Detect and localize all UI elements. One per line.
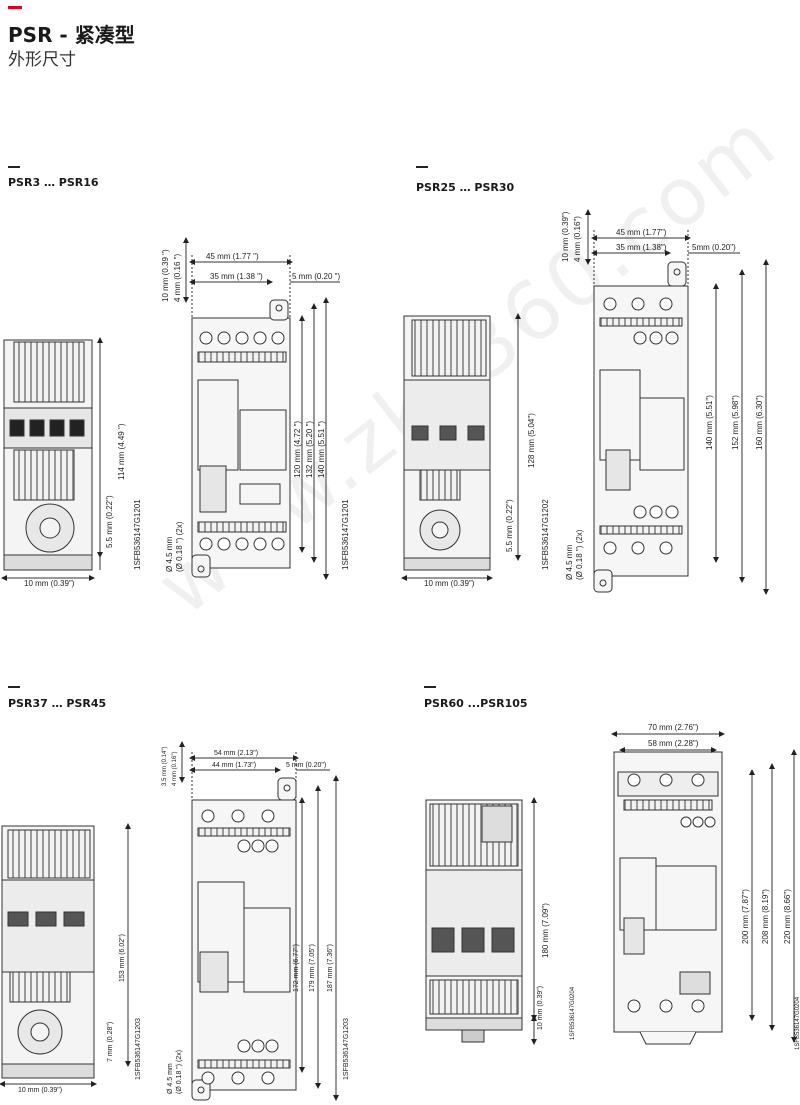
- drawing-code: 1SFB536147G1203: [135, 1018, 142, 1080]
- dim-top-4: 4 mm (0.16"): [573, 216, 582, 262]
- dim-height-140: 140 mm (5.51 "): [317, 421, 326, 478]
- dim-hole-1: Ø 4.5 mm: [565, 545, 574, 580]
- dim-side-180: 180 mm (7.09"): [541, 903, 550, 958]
- dim-side-5-5: 5.5 mm (0.22"): [505, 499, 514, 552]
- dim-top-10: 10 mm (0.39"): [561, 211, 570, 262]
- dim-height-172: 172 mm (6.77"): [293, 944, 300, 992]
- dim-side-10: 10 mm (0.39"): [24, 579, 75, 588]
- side-view: [403, 315, 491, 571]
- dim-hole-2: (Ø 0.18 ") (2x): [176, 1050, 183, 1094]
- dim-side-128: 128 mm (5.04"): [527, 413, 536, 468]
- section-dash: [424, 686, 436, 688]
- drawing-code: 1SFB536147G1202: [541, 499, 550, 570]
- dim-side-10: 10 mm (0.39"): [424, 579, 475, 588]
- drawing-psr37-45: [0, 741, 339, 1101]
- front-view: [593, 261, 689, 593]
- dim-height-208: 208 mm (8.19"): [761, 889, 770, 944]
- page-subtitle: 外形尺寸: [8, 50, 76, 70]
- dim-height-132: 132 mm (5.20 "): [305, 421, 314, 478]
- drawing-code: 1SFB536147G0204: [795, 996, 800, 1050]
- section-label-psr25-30: PSR25 … PSR30: [416, 181, 515, 194]
- section-dash: [8, 686, 20, 688]
- dim-hole-2: (Ø 0.18 ") (2x): [175, 521, 184, 572]
- dim-width-54: 54 mm (2.13"): [214, 750, 258, 757]
- section-label-psr37-45: PSR37 … PSR45: [8, 697, 107, 710]
- dim-width-35: 35 mm (1.38 "): [210, 272, 263, 281]
- dim-side-10: 10 mm (0.39"): [18, 1087, 62, 1094]
- dim-height-187: 187 mm (7.36"): [327, 944, 334, 992]
- dim-height-179: 179 mm (7.05"): [309, 944, 316, 992]
- side-view: [3, 339, 93, 571]
- drawing-psr3-16: [1, 237, 340, 581]
- section-dash: [8, 166, 20, 168]
- dim-offset-5: 5 mm (0.20 "): [292, 272, 341, 281]
- dim-side-5-5: 5.5 mm (0.22"): [105, 495, 114, 548]
- dim-top-3-5: 3.5 mm (0.14"): [162, 747, 168, 786]
- drawing-code: 1SFB536147G1203: [343, 1018, 350, 1080]
- dim-side-114: 114 mm (4.49 "): [117, 423, 126, 480]
- dim-height-200: 200 mm (7.87"): [741, 889, 750, 944]
- drawing-code: 1SFB536147G0204: [570, 986, 576, 1040]
- dim-height-120: 120 mm (4.72 "): [293, 421, 302, 478]
- dim-width-45: 45 mm (1.77 "): [206, 252, 259, 261]
- dim-offset-5: 5mm (0.20"): [692, 243, 736, 252]
- dim-hole-1: Ø 4.5 mm: [165, 537, 174, 572]
- page-title: PSR - 紧凑型: [8, 23, 135, 47]
- dim-height-220: 220 mm (8.66"): [783, 889, 792, 944]
- side-view: [1, 825, 95, 1079]
- front-view: [191, 777, 297, 1101]
- dim-top-4: 4 mm (0.16 "): [173, 253, 182, 302]
- dim-height-160: 160 mm (6.30"): [755, 395, 764, 450]
- drawing-code: 1SFB536147G1201: [133, 499, 142, 570]
- dim-width-44: 44 mm (1.73"): [212, 762, 256, 769]
- drawing-code: 1SFB536147G1201: [341, 499, 350, 570]
- dim-hole-2: (Ø 0.18 ") (2x): [575, 529, 584, 580]
- drawing-psr60-105: [425, 731, 797, 1045]
- dim-width-70: 70 mm (2.76"): [648, 723, 699, 732]
- section-dash: [416, 166, 428, 168]
- dim-width-35: 35 mm (1.38"): [616, 243, 667, 252]
- section-label-psr3-16: PSR3 … PSR16: [8, 176, 99, 189]
- accent-bar: [8, 6, 22, 9]
- section-label-psr60-105: PSR60 ...PSR105: [424, 697, 528, 710]
- dim-top-10: 10 mm (0.39 "): [161, 249, 170, 302]
- front-view: [191, 299, 291, 578]
- dim-side-10: 10 mm (0.39"): [537, 986, 544, 1030]
- front-view: [613, 751, 723, 1045]
- dim-hole-1: Ø 4.5 mm: [167, 1063, 174, 1094]
- dim-side-153: 153 mm (6.02"): [119, 934, 126, 982]
- dim-width-45: 45 mm (1.77"): [616, 228, 667, 237]
- dim-width-58: 58 mm (2.28"): [648, 739, 699, 748]
- dim-top-4: 4 mm (0.16"): [172, 752, 178, 786]
- dim-height-140: 140 mm (5.51"): [705, 395, 714, 450]
- dim-offset-5: 5 mm (0.20"): [286, 762, 326, 769]
- side-view: [425, 799, 523, 1043]
- drawing-psr25-30: [401, 209, 769, 595]
- dim-height-152: 152 mm (5.98"): [731, 395, 740, 450]
- dim-side-7: 7 mm (0.28"): [107, 1022, 114, 1062]
